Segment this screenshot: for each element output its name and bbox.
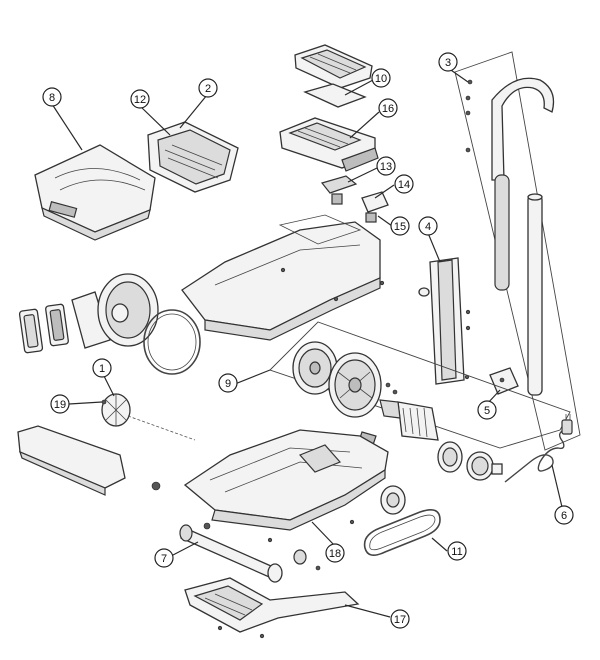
svg-text:13: 13 [380, 161, 392, 173]
part-17-bottom-plate [184, 577, 360, 639]
leader-lines [51, 67, 563, 618]
callout-8: 8 [42, 87, 62, 107]
callout-19-left: 19 [50, 394, 70, 414]
part-3-handle-panel [454, 51, 581, 451]
part-8-dirt-cup [34, 144, 156, 241]
callout-2: 2 [198, 78, 218, 98]
svg-text:18: 18 [329, 548, 341, 560]
callout-5: 5 [477, 400, 497, 420]
svg-text:15: 15 [394, 221, 406, 233]
part-7-brushroll [179, 524, 321, 583]
svg-text:17: 17 [394, 614, 406, 626]
part-5-clip [489, 367, 519, 395]
callout-16: 16 [378, 98, 398, 118]
svg-text:2: 2 [205, 83, 211, 95]
callout-14: 14 [394, 174, 414, 194]
part-14-bracket [361, 191, 389, 223]
callout-4: 4 [418, 216, 438, 236]
svg-text:19: 19 [54, 399, 66, 411]
part-6-power-cord [504, 414, 573, 483]
callout-6: 6 [554, 505, 574, 525]
part-4-column [418, 257, 471, 385]
callout-1: 1 [92, 358, 112, 378]
part-16-filter-grate [279, 117, 379, 172]
part-10-filter-pad [303, 83, 367, 108]
callout-3: 3 [438, 52, 458, 72]
svg-text:3: 3 [445, 57, 451, 69]
callout-18: 18 [325, 543, 345, 563]
part-motor-rings [437, 441, 503, 481]
part-filter-ring [143, 309, 201, 375]
part-12-filter-frame [147, 121, 239, 193]
part-11-belt [363, 509, 441, 556]
part-exhaust-filter-disc [97, 273, 159, 347]
part-1-wheel-pulley [101, 393, 196, 441]
part-3-handle-grip [465, 77, 555, 396]
part-hood [181, 214, 385, 341]
callout-9: 9 [218, 373, 238, 393]
part-pre-filter-frames [18, 291, 111, 354]
svg-text:5: 5 [484, 405, 490, 417]
callout-7: 7 [154, 548, 174, 568]
svg-text:11: 11 [451, 546, 462, 558]
callout-12: 12 [130, 89, 150, 109]
svg-text:7: 7 [161, 553, 167, 565]
callout-17: 17 [390, 609, 410, 629]
svg-text:6: 6 [561, 510, 567, 522]
part-bumper-bar [17, 425, 126, 496]
callout-11: 11 [447, 541, 467, 561]
callout-15: 15 [390, 216, 410, 236]
part-top-filter-cover [294, 44, 373, 89]
svg-text:16: 16 [382, 103, 394, 115]
callout-10: 10 [371, 68, 391, 88]
svg-text:14: 14 [398, 179, 410, 191]
svg-text:9: 9 [225, 378, 231, 390]
part-18-base [151, 429, 406, 543]
svg-text:1: 1 [99, 363, 105, 375]
svg-text:4: 4 [425, 221, 431, 233]
svg-text:10: 10 [375, 73, 387, 85]
callout-13: 13 [376, 156, 396, 176]
svg-text:8: 8 [49, 92, 55, 104]
part-9-fan-housing [292, 341, 382, 418]
part-13-switch [320, 175, 358, 205]
svg-text:12: 12 [134, 94, 146, 106]
